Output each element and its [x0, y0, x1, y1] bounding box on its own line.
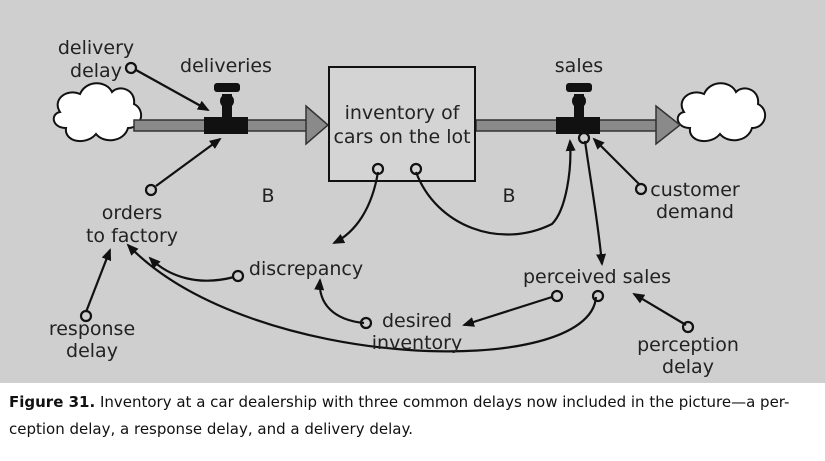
arrow-customer-demand-to-sales: [592, 137, 641, 186]
diagram-panel: inventory of cars on the lot deliveries …: [0, 0, 825, 383]
arrow-stock-to-discrepancy: [332, 171, 380, 244]
orders-label-line2: to factory: [86, 225, 178, 247]
discrepancy-label: discrepancy: [249, 258, 363, 280]
source-cloud: [52, 82, 143, 143]
response-delay-label-line2: delay: [66, 340, 118, 362]
stock-flow-diagram: inventory of cars on the lot deliveries …: [49, 37, 767, 378]
balancing-loop-left-label: B: [261, 185, 274, 207]
arrow-response-delay-to-orders: [84, 248, 112, 313]
arrow-perceived-to-orders: [126, 243, 598, 353]
desired-inventory-label-line2: inventory: [372, 332, 462, 354]
figure-caption: Figure 31. Inventory at a car dealership…: [9, 389, 819, 443]
stock-label-line1: inventory of: [345, 102, 461, 124]
desired-inventory-label-line1: desired: [382, 310, 452, 332]
customer-demand-label-line1: customer: [650, 179, 740, 201]
arrow-perception-delay-to-perceived: [632, 292, 687, 326]
connector-arrows: [84, 69, 687, 353]
perception-delay-label-line2: delay: [662, 356, 714, 378]
orders-label-line1: orders: [102, 202, 163, 224]
stock-box: [328, 66, 476, 182]
arrow-perceived-to-desired: [462, 295, 553, 327]
sink-cloud: [676, 82, 767, 143]
arrow-delivery-delay-to-deliveries: [135, 69, 210, 111]
inflow-label: deliveries: [180, 55, 272, 77]
delivery-delay-label-line1: delivery: [58, 37, 134, 59]
response-delay-label-line1: response: [49, 318, 135, 340]
perceived-sales-label: perceived sales: [523, 266, 671, 288]
arrow-orders-to-deliveries: [155, 137, 222, 187]
outflow-label: sales: [555, 55, 603, 77]
figure-caption-text: Inventory at a car dealership with three…: [9, 393, 790, 438]
arrow-stock-to-sales: [414, 139, 576, 236]
delivery-delay-label-line2: delay: [70, 60, 122, 82]
stock-label-line2: cars on the lot: [333, 126, 470, 148]
connector-dots: [79, 61, 695, 334]
customer-demand-label-line2: demand: [656, 201, 734, 223]
arrow-discrepancy-to-orders: [148, 256, 235, 282]
outflow-valve-icon: [556, 83, 600, 134]
inflow-valve-icon: [204, 83, 248, 134]
balancing-loop-right-label: B: [502, 185, 515, 207]
figure-number: Figure 31.: [9, 393, 96, 411]
perception-delay-label-line1: perception: [637, 334, 739, 356]
arrow-sales-to-perceived: [583, 140, 607, 266]
arrow-desired-to-discrepancy: [314, 278, 365, 325]
